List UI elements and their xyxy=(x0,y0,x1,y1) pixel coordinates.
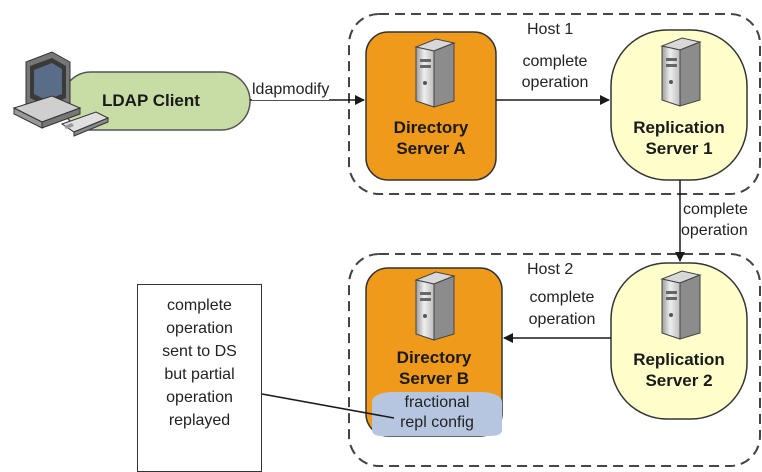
ldap-client-label: LDAP Client xyxy=(102,91,200,110)
replication-server-2-node xyxy=(610,262,748,420)
callout-line-6: replayed xyxy=(168,412,231,429)
edge-ldapmodify-label: ldapmodify xyxy=(252,80,330,100)
server-2-icon xyxy=(661,270,701,340)
server-b-icon xyxy=(415,271,455,341)
callout-leader-line xyxy=(261,393,395,419)
callout-line-4: but partial xyxy=(164,366,235,383)
edge-ds-a-rs-1-line1: complete xyxy=(522,53,588,70)
rs-1-label-line1: Replication xyxy=(633,118,725,137)
edge-ds-a-rs-1-line2: operation xyxy=(521,74,589,91)
callout-note: complete operation sent to DS but partia… xyxy=(137,284,262,472)
callout-line-1: complete xyxy=(167,297,232,314)
host-2-frame xyxy=(348,253,761,467)
host-2-label: Host 2 xyxy=(527,261,574,278)
callout-line-2: operation xyxy=(166,320,233,337)
callout-line-3: sent to DS xyxy=(162,343,237,360)
ds-b-label-line1: Directory xyxy=(396,348,472,367)
callout-line-5: operation xyxy=(166,389,233,406)
rs-2-label-line1: Replication xyxy=(633,350,725,369)
edge-rs-1-rs-2-line1: complete xyxy=(683,201,748,218)
ds-a-label-line2: Server A xyxy=(396,139,466,158)
edge-rs-2-ds-b-line1: complete xyxy=(529,289,595,306)
edge-rs-1-rs-2-line2: operation xyxy=(681,222,748,239)
rs-2-label-line2: Server 2 xyxy=(645,371,713,390)
computer-icon xyxy=(12,51,110,137)
fractional-config-line1: fractional xyxy=(404,394,470,411)
fractional-config-line2: repl config xyxy=(400,414,474,431)
host-1-frame xyxy=(348,13,761,195)
ds-b-label-line2: Server B xyxy=(399,369,469,388)
rs-1-label-line2: Server 1 xyxy=(645,139,713,158)
fractional-config-area xyxy=(372,392,502,436)
fractional-config-label: fractional repl config xyxy=(372,393,502,433)
host-1-label: Host 1 xyxy=(527,21,574,38)
edge-rs-2-ds-b-line2: operation xyxy=(528,311,596,328)
server-1-icon xyxy=(661,37,701,107)
ds-a-label-line1: Directory xyxy=(393,118,469,137)
server-a-icon xyxy=(415,38,455,108)
